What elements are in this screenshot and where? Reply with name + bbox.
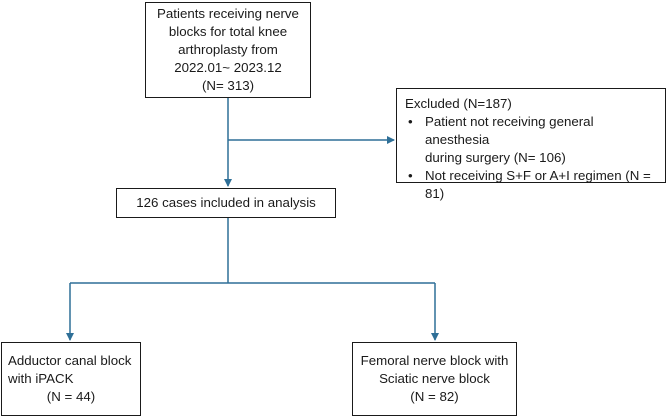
box-femoral-nerve-block: Femoral nerve block with Sciatic nerve b… <box>352 342 517 416</box>
box-line: (N= 313) <box>201 78 255 93</box>
box-line: with iPACK <box>8 371 74 386</box>
box-excluded: Excluded (N=187) Patient not receiving g… <box>396 88 666 201</box>
excluded-item-line: during surgery (N= 106) <box>425 150 566 165</box>
excluded-item: Not receiving S+F or A+I regimen (N = 81… <box>408 167 655 203</box>
box-line: (N = 82) <box>410 389 459 404</box>
excluded-list: Patient not receiving general anesthesia… <box>405 113 655 203</box>
box-line: arthroplasty from <box>178 42 278 57</box>
box-line: Femoral nerve block with <box>360 353 509 368</box>
box-line: (N = 44) <box>46 389 96 404</box>
box-cases-included: 126 cases included in analysis <box>116 188 336 218</box>
box-line: 126 cases included in analysis <box>136 195 316 210</box>
box-adductor-canal-block: Adductor canal block with iPACK (N = 44) <box>1 342 141 416</box>
excluded-item-line: Not receiving S+F or A+I regimen (N = 81… <box>425 168 651 201</box>
box-line: blocks for total knee <box>168 24 288 39</box>
excluded-item-line: Patient not receiving general anesthesia <box>425 114 594 147</box>
box-line: 2022.01~ 2023.12 <box>174 60 282 75</box>
box-line: Patients receiving nerve <box>157 6 299 21</box>
excluded-item: Patient not receiving general anesthesia… <box>408 113 655 167</box>
excluded-title: Excluded (N=187) <box>405 96 512 111</box>
box-patients-receiving-nerve-blocks: Patients receiving nerve blocks for tota… <box>145 2 311 98</box>
box-line: Adductor canal block <box>8 353 132 368</box>
box-line: Sciatic nerve block <box>379 371 490 386</box>
